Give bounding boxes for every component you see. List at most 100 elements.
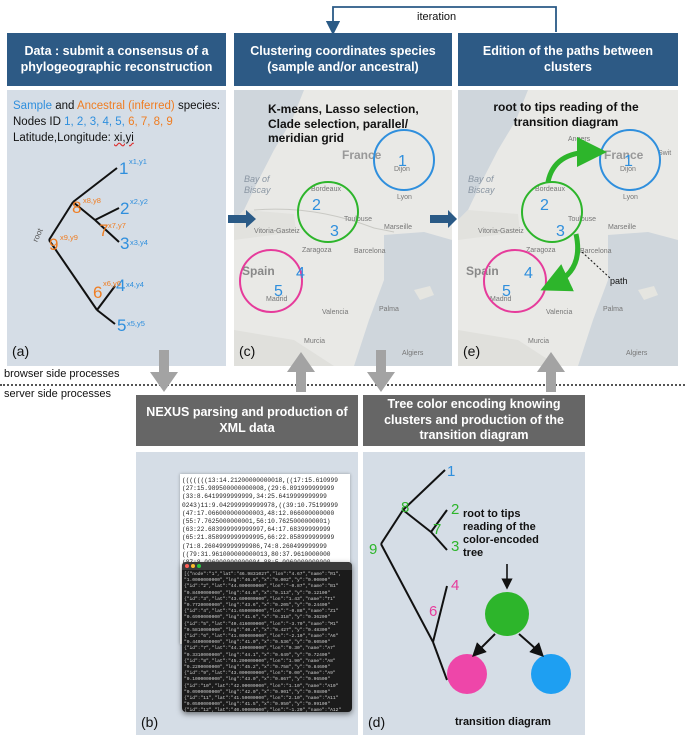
code-line: 0243)11:9.042999999999978,((39:10.751999… [182, 501, 338, 509]
server-side-label: server side processes [4, 388, 111, 400]
svg-text:x3,y4: x3,y4 [130, 238, 148, 247]
terminal-line: "0.3310000000","lng":"44.1","x":"0.649",… [184, 652, 331, 658]
maximize-icon[interactable] [197, 564, 201, 568]
svg-text:x6,y6: x6,y6 [103, 279, 121, 288]
close-icon[interactable] [185, 564, 189, 568]
header-clustering: Clustering coordinates species (sample a… [234, 33, 452, 86]
phylogenetic-tree: root 1 x1,y1 2 x2,y2 3 x3,y4 4 x4,y4 5 x… [31, 157, 148, 335]
terminal-line: "0.1000000000","lng":"43.0","x":"0.867",… [184, 677, 331, 683]
terminal-line: "0.6990000000","lng":"41.6","x":"0.318",… [184, 615, 331, 621]
panel-b: (((((((13:14.21200000000018,((17:15.6109… [136, 452, 358, 735]
cluster-green[interactable] [297, 181, 359, 243]
svg-text:x2,y2: x2,y2 [130, 197, 148, 206]
terminal-line: "0.0900000000","lng":"42.0","x":"0.901",… [184, 689, 331, 695]
code-line: (63:22.683999999999997,64:17.68399999999 [182, 526, 331, 534]
terminal-line: {"id":"12","lat":"40.90000000","lon":"-1… [184, 708, 342, 712]
map-e: root to tips reading of the transition d… [458, 90, 678, 366]
terminal-line: "1.0000000000","lng":"46.0","x":"0.002",… [184, 578, 331, 584]
svg-text:1: 1 [119, 159, 128, 178]
terminal-line: "0.2200000000","lng":"45.2","x":"0.758",… [184, 665, 331, 671]
cluster-pink[interactable] [483, 249, 547, 313]
svg-text:1: 1 [398, 153, 407, 170]
terminal-line: {"id":"2","lat":"44.000000000","lon":"-0… [184, 584, 339, 590]
header-treecolor: Tree color encoding knowing clusters and… [363, 395, 585, 446]
map-e-basemap [458, 90, 678, 366]
svg-text:x9,y9: x9,y9 [60, 233, 78, 242]
svg-text:2: 2 [540, 197, 549, 214]
panel-a: Sample and Ancestral (inferred) species:… [7, 90, 226, 366]
svg-text:6: 6 [93, 283, 102, 302]
svg-text:2: 2 [451, 501, 459, 518]
iteration-label: iteration [417, 11, 457, 23]
panel-a-tag: (a) [12, 343, 30, 359]
header-edition: Edition of the paths between clusters [458, 33, 678, 86]
code-line: (33:8.6419999999999,34:25.6419999999999 [182, 493, 327, 501]
terminal-line: {"id":"8","lat":"45.200000000","lon":"1.… [184, 658, 336, 664]
path-arrow-up[interactable] [545, 137, 607, 183]
svg-text:4: 4 [296, 265, 305, 282]
iteration-arrow [325, 6, 557, 36]
terminal-line: [{"node":"1","lat":"46.9831027","lon":"4… [184, 572, 342, 577]
tree-reading-label: root to tips reading of the color-encode… [463, 508, 539, 559]
map-c-basemap [234, 90, 452, 366]
species-legend: Sample and Ancestral (inferred) species:… [13, 100, 221, 144]
header-nexus: NEXUS parsing and production of XML data [136, 395, 358, 446]
map-c: K-means, Lasso selection, Clade selectio… [234, 90, 452, 366]
svg-text:x7,y7: x7,y7 [108, 221, 126, 230]
xml-terminal: [{"node":"1","lat":"46.9831027","lon":"4… [182, 562, 352, 712]
path-arrow-down[interactable] [540, 233, 581, 292]
code-line: ((79:31.961000000000013,80:37.9610000000 [182, 550, 331, 558]
svg-text:3: 3 [120, 234, 129, 253]
terminal-line: {"id":"5","lat":"40.416000000","lon":"-3… [184, 621, 339, 627]
panel-c-tag: (c) [239, 343, 256, 359]
svg-text:x1,y1: x1,y1 [129, 157, 147, 166]
map-c-overlay: K-means, Lasso selection, Clade selectio… [268, 102, 419, 145]
diagram-node-green[interactable] [485, 592, 529, 636]
transition-diagram-label: transition diagram [455, 716, 551, 728]
terminal-line: "0.5810000000","lng":"40.4","x":"0.427",… [184, 627, 331, 633]
svg-text:6: 6 [429, 603, 437, 620]
grey-arrows [150, 350, 565, 392]
color-encoded-tree: 1 2 3 4 5 6 7 8 9 [369, 463, 571, 694]
ancestral-label: Ancestral (inferred) [76, 100, 175, 112]
code-line: (47:17.066000000000003,48:12.06600000000… [182, 509, 335, 517]
cluster-pink[interactable] [239, 249, 303, 313]
map-e-clusters: 1 2 3 4 5 [483, 129, 661, 313]
svg-text:3: 3 [556, 223, 565, 240]
svg-text:4: 4 [524, 265, 533, 282]
code-line: (((((((13:14.21200000000018,((17:15.6109… [182, 477, 338, 484]
terminal-line: {"id":"7","lat":"44.100000000","lon":"0.… [184, 646, 336, 652]
separator-line [0, 384, 685, 386]
cluster-blue[interactable] [373, 129, 435, 191]
svg-text:9: 9 [49, 235, 58, 254]
svg-text:9: 9 [369, 541, 377, 558]
sample-label: Sample [13, 100, 52, 112]
terminal-line: {"id":"10","lat":"42.00000000","lon":"1.… [184, 683, 339, 689]
terminal-line: "0.8490000000","lng":"44.8","x":"0.113",… [184, 590, 331, 596]
svg-text:2: 2 [120, 199, 129, 218]
map-c-clusters: 1 2 3 4 5 [239, 129, 435, 313]
svg-text:8: 8 [401, 499, 409, 516]
code-line: (71:8.260499999999986,74:8.260499999999 [182, 542, 327, 550]
terminal-line: {"id":"3","lat":"43.600000000","lon":"1.… [184, 596, 336, 602]
cluster-green[interactable] [521, 181, 583, 243]
terminal-line: "0.4400000000","lng":"41.0","x":"0.536",… [184, 640, 331, 646]
panel-d: 1 2 3 4 5 6 7 8 9 root to tips reading o… [363, 452, 585, 735]
svg-text:7: 7 [433, 521, 441, 538]
xml-code: [{"node":"1","lat":"46.9831027","lon":"4… [182, 570, 352, 712]
path-label: path [610, 276, 628, 286]
diagram-node-blue[interactable] [531, 654, 571, 694]
svg-text:5: 5 [502, 283, 511, 300]
svg-text:x4,y4: x4,y4 [126, 280, 144, 289]
svg-text:x5,y5: x5,y5 [127, 319, 145, 328]
terminal-line: {"id":"9","lat":"43.000000000","lon":"0.… [184, 671, 336, 677]
svg-text:3: 3 [330, 223, 339, 240]
svg-text:4: 4 [116, 276, 125, 295]
diagram-node-pink[interactable] [447, 654, 487, 694]
svg-text:1: 1 [447, 463, 455, 480]
terminal-line: {"id":"6","lat":"41.000000000","lon":"-2… [184, 634, 339, 640]
svg-text:x8,y8: x8,y8 [83, 196, 101, 205]
svg-text:8: 8 [72, 198, 81, 217]
svg-text:1: 1 [624, 153, 633, 170]
minimize-icon[interactable] [191, 564, 195, 568]
